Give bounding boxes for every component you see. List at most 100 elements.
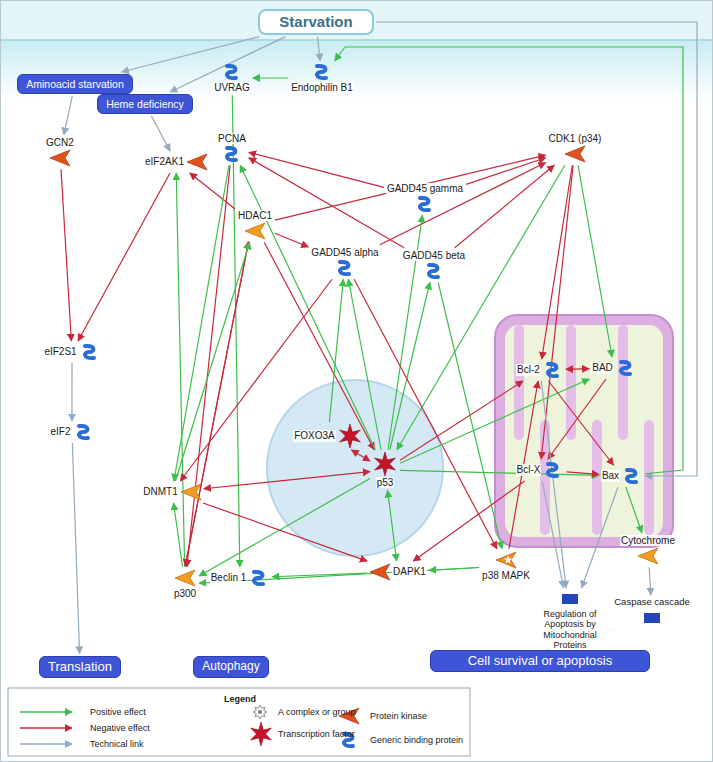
node-label: Translation — [48, 660, 112, 675]
kinase-icon — [181, 484, 201, 500]
positive-effect-arrow — [626, 487, 642, 533]
positive-effect-arrow — [176, 173, 184, 567]
binding-protein-icon — [85, 346, 94, 358]
node-icon — [542, 361, 564, 379]
negative-effect-arrow — [455, 165, 554, 248]
node-label: DNMT1 — [142, 486, 178, 498]
binding-protein: Endophilin B1 — [290, 63, 354, 94]
complex-group: Caspase cascade — [613, 597, 691, 627]
node-icon — [641, 609, 663, 627]
binding-protein: PCNA — [217, 133, 247, 164]
binding-protein-icon — [627, 470, 636, 482]
negative-effect-arrow — [275, 155, 546, 220]
technical-link — [122, 37, 259, 72]
kinase-icon — [50, 150, 70, 166]
binding-protein-icon — [340, 262, 349, 274]
negative-effect-arrow — [548, 379, 606, 459]
legend-samples — [20, 705, 359, 746]
node-label: Endophilin B1 — [290, 82, 354, 94]
node-label: Bcl-X — [516, 464, 542, 476]
legend-icon — [251, 722, 272, 746]
node-icon — [221, 145, 243, 163]
node-icon — [423, 262, 445, 280]
positive-effect-arrow — [174, 165, 229, 481]
node-label: Bax — [601, 470, 620, 482]
technical-link — [71, 363, 72, 421]
node-icon — [186, 153, 208, 171]
positive-effect-arrow — [400, 470, 599, 475]
node-icon — [221, 63, 243, 81]
negative-effect-arrow — [466, 158, 546, 185]
positive-effect-arrow — [199, 479, 370, 576]
protein-kinase: eIF2AK1 — [144, 153, 208, 171]
node-label: eIF2 — [49, 426, 71, 438]
legend-text: Technical link — [90, 739, 144, 749]
enzyme: Cytochrome — [620, 535, 676, 566]
negative-effect-arrow — [549, 381, 614, 465]
kinase-icon — [370, 564, 390, 580]
positive-effect-arrow — [329, 279, 343, 422]
node-icon — [621, 467, 643, 485]
node-label: Cell survival or apoptosis — [468, 654, 613, 669]
legend-group-icon — [253, 705, 267, 719]
node-label: CDK1 (p34) — [548, 133, 603, 145]
transcription-factor-icon — [375, 452, 396, 476]
binding-protein-icon — [254, 572, 263, 584]
node-label: HDAC1 — [237, 210, 273, 222]
node-label: Beclin 1 — [210, 572, 248, 584]
binding-protein: GADD45 alpha — [310, 247, 379, 278]
negative-effect-arrow — [400, 381, 523, 460]
kinase-icon — [245, 223, 265, 239]
node-label: GADD45 beta — [402, 250, 466, 262]
process-box: Cell survival or apoptosis — [430, 650, 650, 673]
negative-effect-arrow — [180, 279, 332, 481]
node-label: Heme deficiency — [106, 98, 184, 110]
positive-effect-arrow — [429, 567, 479, 570]
legend-panel — [8, 688, 470, 756]
mitochondrion — [495, 315, 673, 547]
protein-kinase: p38 MAPK — [481, 551, 531, 582]
legend-line — [20, 711, 72, 713]
node-label: FOXO3A — [293, 430, 336, 442]
legend-line — [20, 743, 72, 745]
binding-protein: GADD45 gamma — [386, 183, 464, 214]
transcription-factor: p53 — [372, 452, 398, 489]
technical-link — [151, 116, 170, 151]
negative-effect-arrow — [542, 165, 573, 359]
legend-text: Negative effect — [90, 723, 150, 733]
node-icon — [564, 145, 586, 163]
legend-text: Transcription factor — [278, 729, 355, 739]
positive-effect-arrow — [348, 279, 381, 450]
technical-link — [542, 481, 563, 588]
transcription-factor-icon — [251, 722, 272, 746]
node-label: GADD45 gamma — [386, 183, 464, 195]
binding-protein: eIF2 — [49, 423, 94, 441]
node-label: p38 MAPK — [481, 570, 531, 582]
cristae — [514, 325, 654, 535]
technical-link — [318, 37, 321, 61]
technical-link — [541, 381, 566, 588]
stimulus-box: Starvation — [258, 9, 374, 34]
binding-protein-icon — [227, 66, 236, 78]
node-label: Bcl-2 — [516, 364, 541, 376]
positive-effect-arrow — [388, 490, 397, 561]
enzyme: HDAC1 — [237, 210, 273, 241]
protein-kinase: GCN2 — [45, 137, 75, 168]
node-label: GCN2 — [45, 137, 75, 149]
legend-text: Protein kinase — [370, 711, 427, 721]
node-icon — [311, 63, 333, 81]
group-icon — [562, 594, 578, 604]
technical-link — [649, 567, 651, 595]
process-box: Translation — [39, 656, 121, 679]
binding-protein: Beclin 1 — [210, 569, 271, 587]
negative-effect-arrow — [185, 242, 248, 567]
negative-effect-arrow — [566, 472, 598, 474]
binding-protein: GADD45 beta — [402, 250, 466, 281]
membrane-band — [0, 0, 713, 40]
process-box: Heme deficiency — [97, 94, 193, 114]
protein-kinase: DAPK1 — [369, 563, 427, 581]
node-icon — [49, 149, 71, 167]
group-icon — [644, 613, 660, 623]
complex-group: Regulation of Apoptosis by Mitochondrial… — [527, 590, 613, 650]
